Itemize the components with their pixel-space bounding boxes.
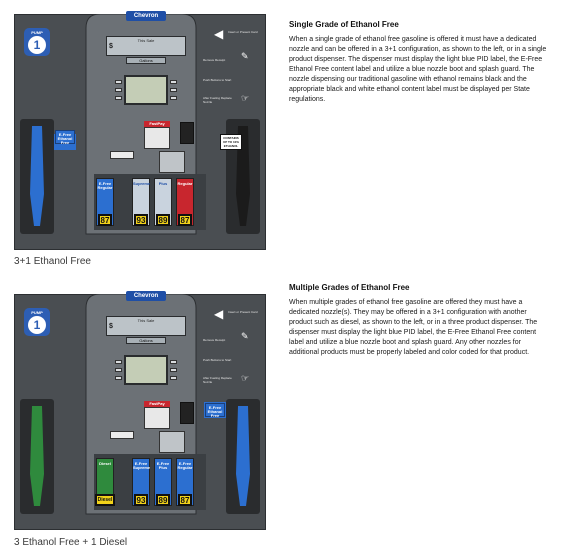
pump-illustration-single: Chevron PUMP 1 This Sale $ Gallons ◀ Ins…: [14, 11, 266, 250]
octane-badge: Diesel: [95, 494, 115, 506]
dollar-sign: $: [109, 323, 113, 330]
fastpay-logo: FastPay: [144, 401, 170, 407]
side-label-insert-card: Insert or Present Card: [228, 310, 258, 314]
card-reader: [180, 402, 194, 424]
screen-key: [115, 88, 122, 92]
side-label-insert-card: Insert or Present Card: [228, 30, 258, 34]
fastpay-keys: [144, 127, 170, 149]
gallons-display: Gallons: [126, 337, 166, 344]
arrow-left-icon: ◀: [214, 27, 224, 41]
section-single-grade: Single Grade of Ethanol Free When a sing…: [289, 20, 551, 105]
octane-badge: 93: [134, 494, 148, 506]
screen-key: [170, 360, 177, 364]
side-label-after-fueling: After Fueling Replace Nozzle: [203, 376, 232, 384]
dollar-sign: $: [109, 43, 113, 50]
fastpay-panel: FastPay: [144, 121, 170, 149]
receipt-icon: ✎: [241, 51, 249, 61]
pump-screen: [124, 75, 168, 105]
right-nozzle-boot: [236, 126, 250, 226]
sale-label: This Sale: [137, 38, 155, 43]
section-body: When a single grade of ethanol free gaso…: [289, 36, 547, 103]
sale-label: This Sale: [137, 318, 155, 323]
screen-key: [170, 96, 177, 100]
receipt-icon: ✎: [241, 331, 249, 341]
octane-badge: 87: [178, 214, 192, 226]
efree-tag: E-Free Ethanol Free: [55, 130, 75, 145]
section-heading: Single Grade of Ethanol Free: [289, 20, 399, 29]
section-heading: Multiple Grades of Ethanol Free: [289, 283, 410, 292]
sale-display: This Sale $: [106, 36, 186, 56]
nozzle-icon: ☞: [241, 93, 250, 103]
side-label-after-fueling: After Fueling Replace Nozzle: [203, 96, 232, 104]
pump-illustration-multiple: Chevron PUMP 1 This Sale $ Gallons ◀ Ins…: [14, 291, 266, 530]
fastpay-keys: [144, 407, 170, 429]
pump-number: 1: [28, 36, 46, 54]
screen-key: [170, 88, 177, 92]
screen-key: [115, 368, 122, 372]
screen-key: [115, 96, 122, 100]
section-body: When multiple grades of ethanol free gas…: [289, 299, 538, 356]
receipt-slot: [110, 431, 134, 439]
screen-key: [170, 80, 177, 84]
pump-label: PUMP: [31, 310, 43, 315]
octane-badge: 89: [156, 494, 170, 506]
octane-badge: 89: [156, 214, 170, 226]
pump-number-badge: PUMP 1: [24, 28, 50, 56]
fastpay-panel: FastPay: [144, 401, 170, 429]
screen-key: [115, 80, 122, 84]
card-reader: [180, 122, 194, 144]
section-multiple-grades: Multiple Grades of Ethanol Free When mul…: [289, 283, 551, 358]
octane-badge: 93: [134, 214, 148, 226]
pump-number: 1: [28, 316, 46, 334]
left-nozzle-boot: [30, 406, 44, 506]
efree-tag: E-Free Ethanol Free: [205, 403, 225, 418]
brand-logo: Chevron: [126, 11, 166, 21]
side-label-remove-receipt: Remove Receipt: [203, 58, 226, 62]
keypad: [159, 431, 185, 453]
arrow-left-icon: ◀: [214, 307, 224, 321]
screen-key: [170, 368, 177, 372]
caption-single: 3+1 Ethanol Free: [14, 256, 91, 267]
screen-key: [115, 360, 122, 364]
side-label-push-buttons: Push Buttons to Start: [203, 358, 232, 362]
sale-display: This Sale $: [106, 316, 186, 336]
brand-logo: Chevron: [126, 291, 166, 301]
screen-key: [170, 376, 177, 380]
caption-multiple: 3 Ethanol Free + 1 Diesel: [14, 537, 128, 548]
pump-screen: [124, 355, 168, 385]
pump-number-badge: PUMP 1: [24, 308, 50, 336]
octane-badge: 87: [98, 214, 112, 226]
left-nozzle-boot: [30, 126, 44, 226]
keypad: [159, 151, 185, 173]
screen-key: [115, 376, 122, 380]
pump-label: PUMP: [31, 30, 43, 35]
octane-badge: 87: [178, 494, 192, 506]
ethanol-content-label: CONTAINS UP TO 10% ETHANOL: [220, 134, 242, 150]
side-label-remove-receipt: Remove Receipt: [203, 338, 226, 342]
receipt-slot: [110, 151, 134, 159]
gallons-display: Gallons: [126, 57, 166, 64]
nozzle-icon: ☞: [241, 373, 250, 383]
fastpay-logo: FastPay: [144, 121, 170, 127]
right-nozzle-boot: [236, 406, 250, 506]
side-label-push-buttons: Push Buttons to Start: [203, 78, 232, 82]
